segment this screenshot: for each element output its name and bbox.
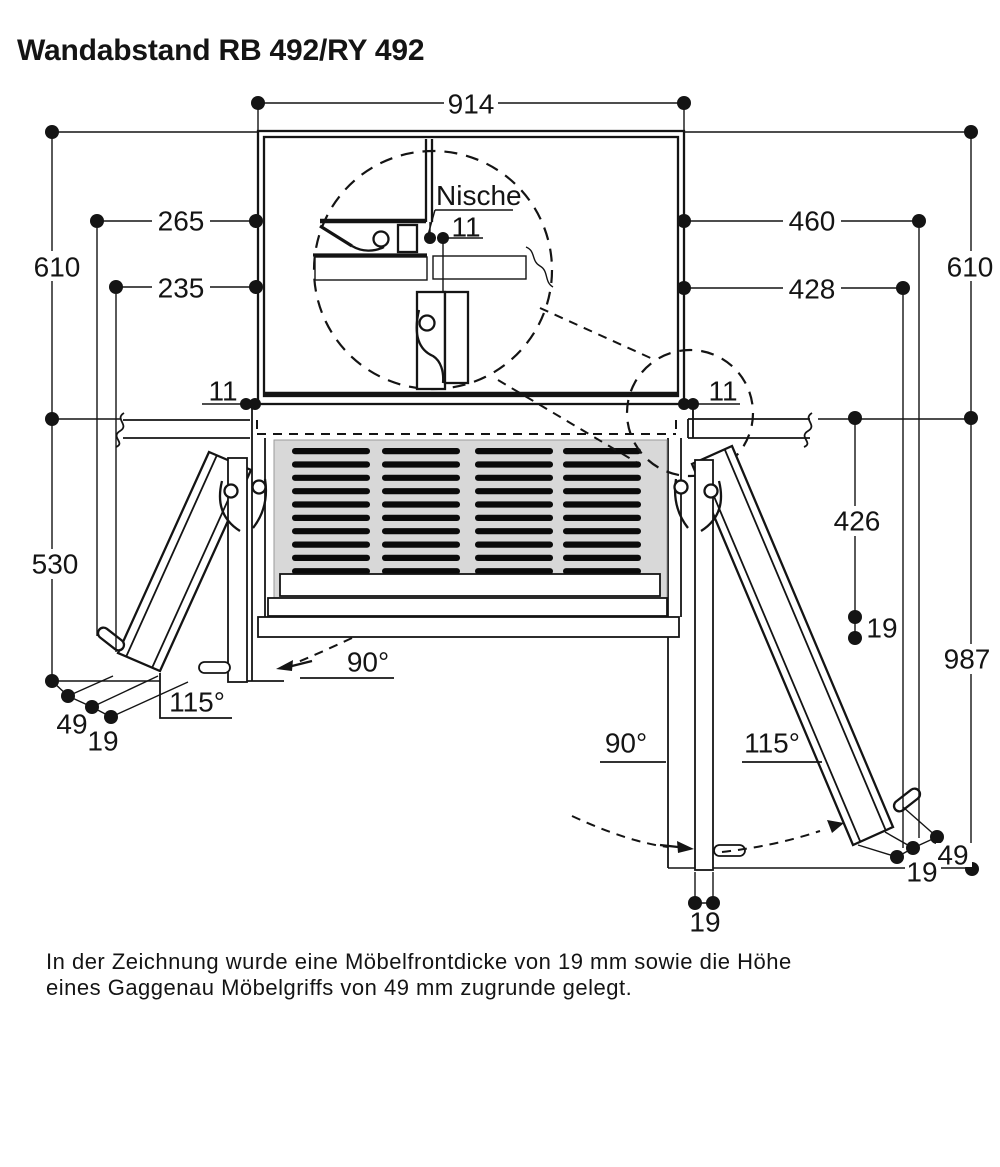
- vent-slot: [475, 461, 553, 468]
- vent-slot: [382, 501, 460, 508]
- dimension-dots: [45, 96, 979, 910]
- vent-slot: [475, 501, 553, 508]
- vent-slot: [292, 528, 370, 535]
- dim-265-label: 265: [158, 206, 205, 237]
- dim-914-label: 914: [448, 89, 495, 120]
- vent-slot: [382, 554, 460, 561]
- vent-slot: [292, 448, 370, 455]
- dim-460-label: 460: [789, 206, 836, 237]
- vent-slot: [475, 488, 553, 495]
- vent-slot: [563, 528, 641, 535]
- dim-530-label: 530: [32, 549, 79, 580]
- vent-slot: [475, 541, 553, 548]
- door-handle-left-90: [198, 661, 231, 674]
- vent-slot: [563, 501, 641, 508]
- dim-19-bottom-label: 19: [689, 907, 720, 938]
- break-squiggle-left: [115, 412, 125, 448]
- vent-slot: [563, 474, 641, 481]
- vent-slot: [292, 514, 370, 521]
- door-handle-left-115: [96, 626, 126, 652]
- footnote: In der Zeichnung wurde eine Möbelfrontdi…: [46, 949, 792, 1001]
- vent-slot: [382, 474, 460, 481]
- door-handle-right-115: [892, 787, 922, 813]
- door-right-115: [690, 444, 922, 847]
- dim-987-label: 987: [944, 644, 991, 675]
- vent-slot: [382, 514, 460, 521]
- vent-slot: [563, 488, 641, 495]
- dim-11-left-label: 11: [208, 376, 237, 407]
- arrow-left-icon: [276, 660, 293, 671]
- break-curl: [525, 246, 554, 288]
- vent-slot: [382, 461, 460, 468]
- vent-slot: [475, 448, 553, 455]
- hinge-arm: [319, 224, 353, 248]
- dimension-labels: 914 610 610 265 235 460 428 Nische 11 11…: [31, 89, 997, 938]
- angle-90-left-label: 90°: [347, 647, 389, 678]
- dim-11-right-label: 11: [708, 376, 737, 407]
- detail-circle: [312, 139, 755, 478]
- dim-49-left-label: 49: [56, 709, 87, 740]
- arrow-right-115-icon: [827, 820, 844, 833]
- vent-slot: [475, 568, 553, 575]
- door-left-90: [198, 457, 248, 683]
- vent-slot: [292, 541, 370, 548]
- hinge-pin: [372, 230, 390, 248]
- hinge-right: [673, 478, 723, 532]
- door-right-90: [694, 459, 746, 871]
- vent-slot: [292, 501, 370, 508]
- arrow-right-90-icon: [677, 841, 694, 853]
- vent-slot: [292, 461, 370, 468]
- vent-slot: [563, 541, 641, 548]
- vent-slot: [292, 568, 370, 575]
- angle-115-left-label: 115°: [169, 687, 225, 718]
- vent-slot: [382, 488, 460, 495]
- vent-slot: [563, 461, 641, 468]
- vent-slot: [563, 448, 641, 455]
- footnote-line-2: eines Gaggenau Möbelgriffs von 49 mm zug…: [46, 975, 633, 1000]
- dim-428-label: 428: [789, 274, 836, 305]
- angle-bracket-left: [159, 673, 232, 719]
- vent-slot: [563, 554, 641, 561]
- dim-19-left-label: 19: [87, 726, 118, 757]
- vent-slot: [292, 554, 370, 561]
- vent-slot: [563, 568, 641, 575]
- vent-slot: [475, 514, 553, 521]
- vent-slot: [292, 488, 370, 495]
- vent-slot: [382, 541, 460, 548]
- niche-label: Nische: [436, 180, 522, 211]
- vent-slot: [382, 448, 460, 455]
- angle-90-right-label: 90°: [605, 728, 647, 759]
- swing-annotations: [159, 637, 844, 853]
- dim-19-mid-label: 19: [866, 613, 897, 644]
- dim-49-right-label: 49: [937, 840, 968, 871]
- hinge-pin: [418, 314, 436, 332]
- cabinet-outline: [256, 129, 686, 406]
- vent-slot: [292, 474, 370, 481]
- dim-426-label: 426: [834, 506, 881, 537]
- vent-slot: [475, 474, 553, 481]
- vent-slot: [475, 554, 553, 561]
- detail-door-front: [415, 290, 447, 391]
- dim-610-right-label: 610: [947, 252, 994, 283]
- vent-slot-grid: [292, 448, 641, 575]
- break-squiggle-right: [803, 412, 813, 448]
- detail-niche-section: [313, 139, 554, 391]
- hinge-left: [218, 478, 268, 532]
- dim-610-left-label: 610: [34, 252, 81, 283]
- dim-235-label: 235: [158, 273, 205, 304]
- dim-11-detail-label: 11: [451, 212, 480, 243]
- adjacent-wall-right: [667, 404, 972, 869]
- vent-slot: [382, 568, 460, 575]
- vent-slot: [382, 528, 460, 535]
- dim-19-right-label: 19: [906, 857, 937, 888]
- vent-slot: [563, 514, 641, 521]
- vent-grille: [256, 420, 680, 638]
- angle-115-right-label: 115°: [744, 728, 800, 759]
- footnote-line-1: In der Zeichnung wurde eine Möbelfrontdi…: [46, 949, 792, 974]
- detail-source-circle: [625, 348, 755, 478]
- page-title: Wandabstand RB 492/RY 492: [17, 34, 425, 67]
- vent-slot: [475, 528, 553, 535]
